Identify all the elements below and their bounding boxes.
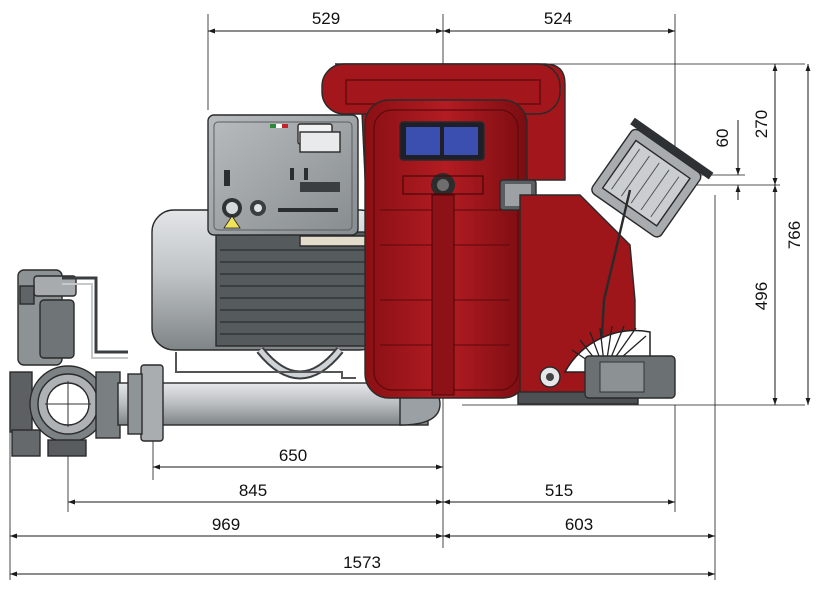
- dim-label-845: 845: [239, 481, 267, 500]
- dim-label-529: 529: [312, 9, 340, 28]
- dim-label-603: 603: [565, 515, 593, 534]
- gas-valve-train: [9, 269, 128, 457]
- dim-label-1573: 1573: [343, 553, 381, 572]
- dim-label-60: 60: [713, 129, 732, 148]
- air-damper-actuator: [591, 117, 714, 238]
- dim-label-650: 650: [279, 446, 307, 465]
- control-box: [207, 114, 359, 236]
- dim-label-969: 969: [212, 515, 240, 534]
- dim-label-515: 515: [545, 481, 573, 500]
- burner-housing: [321, 63, 639, 405]
- burner-assembly: [9, 63, 714, 457]
- dim-label-524: 524: [544, 9, 572, 28]
- dim-label-766: 766: [785, 221, 804, 249]
- dimension-labels: 529 524 60 270 496 766 650 845 515 969 6…: [212, 9, 804, 572]
- dimension-lines: [10, 28, 811, 577]
- fan-motor: [151, 209, 383, 380]
- adjustment-sector: [563, 325, 676, 399]
- dim-label-496: 496: [752, 282, 771, 310]
- dim-label-270: 270: [752, 110, 771, 138]
